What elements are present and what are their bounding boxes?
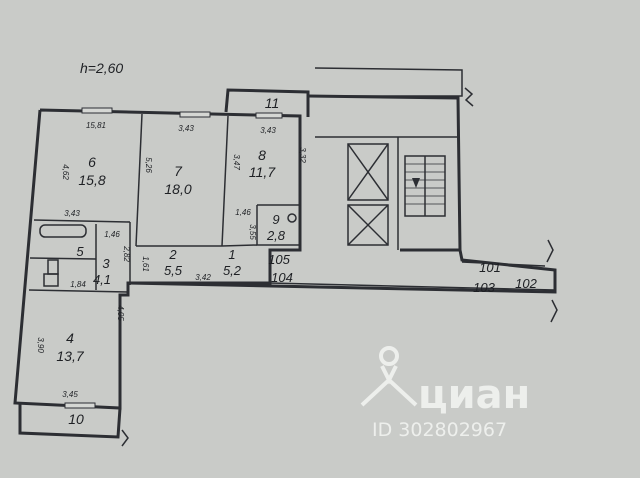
balcony-10-outline <box>18 403 122 439</box>
dim-room3-bottom: 1,84 <box>70 280 86 289</box>
wall-6-5 <box>33 219 131 223</box>
room-3-area: 4,1 <box>93 272 111 287</box>
label-104: 104 <box>271 270 293 285</box>
ceiling-height: h=2,60 <box>80 60 123 76</box>
room-7-number: 7 <box>174 163 183 179</box>
break-mark-top <box>464 87 474 107</box>
fixtures <box>39 213 297 287</box>
room-6-area: 15,8 <box>78 172 105 188</box>
room-9-number: 9 <box>272 212 279 227</box>
wall-8-bottom <box>221 244 258 247</box>
stairs <box>404 155 446 217</box>
dim-room4-side-right: 4,05 <box>116 305 125 321</box>
bathtub-icon <box>39 224 87 238</box>
dim-room8-side-b: 3,32 <box>298 147 307 163</box>
window-room-7 <box>179 111 211 118</box>
window-room-4 <box>64 402 96 409</box>
dim-room6-side: 4,62 <box>61 164 70 180</box>
label-11: 11 <box>265 95 280 111</box>
dim-room4-side-left: 3,90 <box>36 337 45 353</box>
window-room-6 <box>81 107 113 114</box>
label-105: 105 <box>268 252 290 267</box>
watermark-brand: циан <box>418 372 530 418</box>
wall-7-8 <box>221 115 229 247</box>
dim-room6-top: 15,81 <box>86 121 106 130</box>
corridor-edge <box>269 282 556 291</box>
dim-room7-top: 3,43 <box>178 124 194 133</box>
walls <box>13 88 310 439</box>
break-mark-right <box>546 239 554 263</box>
label-102: 102 <box>515 276 537 291</box>
dim-room4-bottom: 3,45 <box>62 390 78 399</box>
stairwell <box>121 67 558 447</box>
dim-room9-side: 3,55 <box>248 224 257 240</box>
watermark-id: ID 302802967 <box>372 419 507 441</box>
elevator-1 <box>347 143 389 201</box>
room-4-area: 13,7 <box>56 348 84 364</box>
room-2-area: 5,5 <box>164 263 183 278</box>
dim-room8-side-a: 3,47 <box>232 154 241 170</box>
cian-logo-icon <box>360 346 418 407</box>
room-3-number: 3 <box>102 256 110 271</box>
room-7-area: 18,0 <box>164 181 191 197</box>
dim-room5-top: 3,43 <box>64 209 80 218</box>
toilet-icon <box>43 273 59 287</box>
label-103: 103 <box>473 280 495 295</box>
label-101: 101 <box>479 260 501 275</box>
break-mark-balcony <box>121 429 129 447</box>
room-6-number: 6 <box>88 154 96 170</box>
dimensions: 15,81 3,43 3,43 4,62 5,26 3,47 3,32 3,43… <box>36 121 307 399</box>
top-common-block <box>314 67 463 97</box>
room-8-area: 11,7 <box>249 164 276 180</box>
area-labels: 11 10 105 104 101 103 102 <box>68 95 537 427</box>
corridor-outline <box>127 249 557 294</box>
wall-5-3 <box>29 257 97 260</box>
room-9-area: 2,8 <box>266 228 286 243</box>
stair-arrow-icon <box>412 178 420 188</box>
window-room-8 <box>255 112 283 119</box>
wall-3-4 <box>28 289 129 293</box>
elevator-2 <box>347 204 389 246</box>
dim-room7-side: 5,26 <box>144 157 153 173</box>
watermark: циан ID 302802967 <box>360 346 530 441</box>
wall-room-9 <box>256 204 301 246</box>
dim-room9-top: 1,46 <box>235 208 251 217</box>
sink-icon <box>287 213 297 223</box>
label-10: 10 <box>68 411 84 427</box>
dim-room3-side: 2,82 <box>122 245 131 262</box>
room-4-number: 4 <box>66 330 74 346</box>
stair-outline <box>307 94 462 252</box>
dim-room8-top: 3,43 <box>260 126 276 135</box>
room-1-area: 5,2 <box>223 263 242 278</box>
corridor-101-line <box>461 261 546 267</box>
wall-6-7 <box>135 113 143 247</box>
sink-5-icon <box>47 259 59 275</box>
dim-corridor: 3,42 <box>195 273 211 282</box>
room-1-number: 1 <box>228 247 235 262</box>
dim-room3-top: 1,46 <box>104 230 120 239</box>
windows <box>64 107 283 409</box>
balcony-11-outline <box>224 88 310 117</box>
room-labels: h=2,60 6 15,8 7 18,0 8 11,7 9 2,8 5 3 4,… <box>56 60 285 364</box>
break-mark-bottom <box>550 299 558 323</box>
room-2-number: 2 <box>168 247 177 262</box>
dim-room2-side: 1,61 <box>141 256 150 272</box>
room-8-number: 8 <box>258 147 266 163</box>
room-5-number: 5 <box>76 244 84 259</box>
